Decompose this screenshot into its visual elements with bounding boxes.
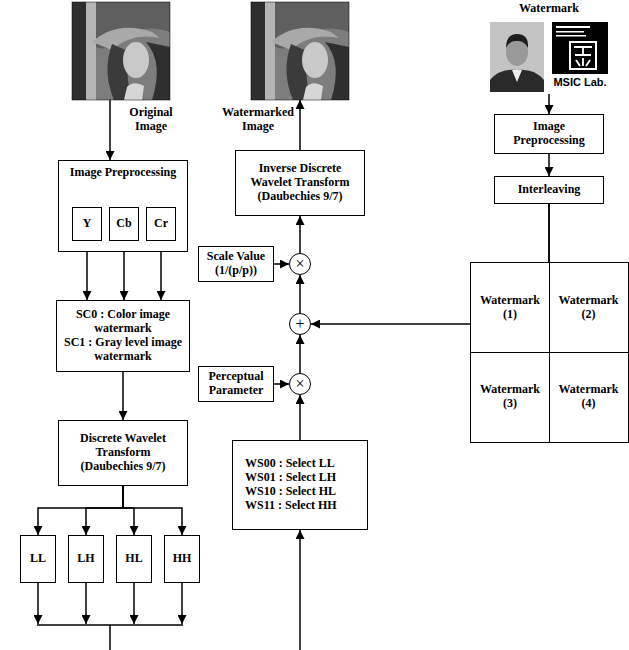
watermark-cell: Watermark (1) — [470, 262, 550, 353]
logo-stroke — [556, 26, 590, 28]
image-node: Original Image — [72, 2, 170, 100]
box-label: HL — [125, 552, 142, 566]
hair — [506, 34, 528, 48]
image-caption: Watermark — [488, 2, 610, 16]
box-label: Interleaving — [518, 183, 581, 197]
bus-line — [181, 583, 183, 624]
logo-caption: MSIC Lab. — [550, 76, 610, 89]
box-label: WS00 : Select LL — [245, 457, 335, 471]
process-box: Inverse Discrete Wavelet Transform (Daub… — [235, 150, 365, 216]
box-label: × — [295, 256, 304, 272]
image-caption: Original Image — [116, 106, 186, 134]
subband-bus — [37, 583, 183, 650]
arrow-connector — [123, 486, 182, 535]
box-label: × — [295, 376, 304, 392]
logo-stroke — [556, 31, 584, 33]
box-label: LH — [77, 552, 94, 566]
suit — [490, 70, 544, 92]
box-label: SC0 : Color image watermark — [61, 308, 185, 336]
arrow-connector — [109, 100, 111, 160]
box-label: Y — [83, 217, 92, 231]
logo-ground — [552, 22, 608, 74]
person-photo — [490, 22, 544, 92]
process-box: Image Preprocessing — [494, 114, 604, 154]
box-label: WS01 : Select LH — [245, 471, 336, 485]
watermark-cell: Watermark (4) — [549, 352, 629, 443]
process-box: Image PreprocessingY Cb Cr — [58, 160, 188, 252]
box-label: Inverse Discrete Wavelet Transform (Daub… — [244, 162, 356, 203]
subband-box: LH — [68, 535, 104, 583]
arrow-connector — [86, 486, 123, 535]
arrow-connector — [311, 323, 470, 325]
box-label: Image Preprocessing — [501, 120, 597, 148]
channel-box: Cr — [146, 207, 176, 241]
arrow-connector — [299, 100, 301, 150]
line-connector — [548, 204, 550, 262]
watermarked-photo — [251, 2, 349, 100]
arrow-connector — [299, 216, 301, 253]
watermark-cell: Watermark (2) — [549, 262, 629, 353]
watermark-cell: Watermark (3) — [470, 352, 550, 443]
box-label: Watermark (2) — [554, 294, 624, 322]
bus-line — [133, 583, 135, 624]
logo-stroke — [556, 35, 586, 37]
arrow-connector — [122, 372, 124, 420]
add-node: + — [289, 313, 311, 335]
box-label: HH — [173, 552, 192, 566]
box-label: Watermark (1) — [475, 294, 545, 322]
box-label: WS10 : Select HL — [245, 485, 336, 499]
arrow-connector — [274, 263, 289, 265]
box-label: LL — [30, 552, 46, 566]
shirt — [512, 70, 522, 82]
box-label: Scale Value (1/(p/p)) — [202, 250, 270, 278]
logo-seal — [570, 42, 596, 69]
arrow-connector — [299, 395, 301, 440]
line-connector — [548, 204, 550, 262]
process-box: Discrete Wavelet Transform (Daubechies 9… — [58, 420, 188, 486]
lab-logo — [552, 22, 608, 74]
image-node: Watermarked Image — [251, 2, 349, 100]
image-caption: Watermarked Image — [219, 106, 297, 134]
bus-line — [85, 583, 87, 624]
box-label: Watermark (4) — [554, 383, 624, 411]
arrow-connector — [548, 94, 550, 114]
process-box: Interleaving — [494, 176, 604, 204]
parameter-box: Scale Value (1/(p/p)) — [198, 246, 274, 282]
box-label: + — [295, 316, 304, 332]
channel-box: Y — [72, 207, 102, 241]
logo-text: MSIC Lab. — [550, 76, 610, 89]
box-label: WS11 : Select HH — [245, 499, 337, 513]
bus-line — [37, 583, 39, 624]
arrow-connector — [38, 486, 123, 535]
subband-box: HH — [164, 535, 200, 583]
process-box: SC0 : Color image watermarkSC1 : Gray le… — [56, 300, 190, 372]
arrow-connector — [299, 275, 301, 313]
parameter-box: Perceptual Parameter — [198, 366, 274, 402]
select-box: WS00 : Select LLWS01 : Select LHWS10 : S… — [232, 440, 368, 530]
arrow-connector — [299, 335, 301, 373]
multiply-node: × — [289, 253, 311, 275]
box-label: Image Preprocessing — [70, 166, 177, 180]
box-label: Cr — [154, 217, 168, 231]
subband-box: LL — [20, 535, 56, 583]
box-label: Perceptual Parameter — [202, 370, 270, 398]
bus-line — [109, 625, 111, 650]
box-label: Watermark (3) — [475, 383, 545, 411]
box-label: Cb — [116, 217, 131, 231]
arrow-connector — [123, 486, 134, 535]
original-photo — [72, 2, 170, 100]
input-arrow — [299, 530, 301, 650]
photo-ground — [490, 22, 544, 92]
multiply-node: × — [289, 373, 311, 395]
arrow-connector — [274, 383, 289, 385]
logo-seal-strokes — [574, 47, 592, 66]
channel-box: Cb — [109, 207, 139, 241]
subband-box: HL — [116, 535, 152, 583]
box-label: Discrete Wavelet Transform (Daubechies 9… — [73, 432, 173, 473]
arrow-connector — [548, 154, 550, 176]
box-label: SC1 : Gray level image watermark — [61, 336, 185, 364]
